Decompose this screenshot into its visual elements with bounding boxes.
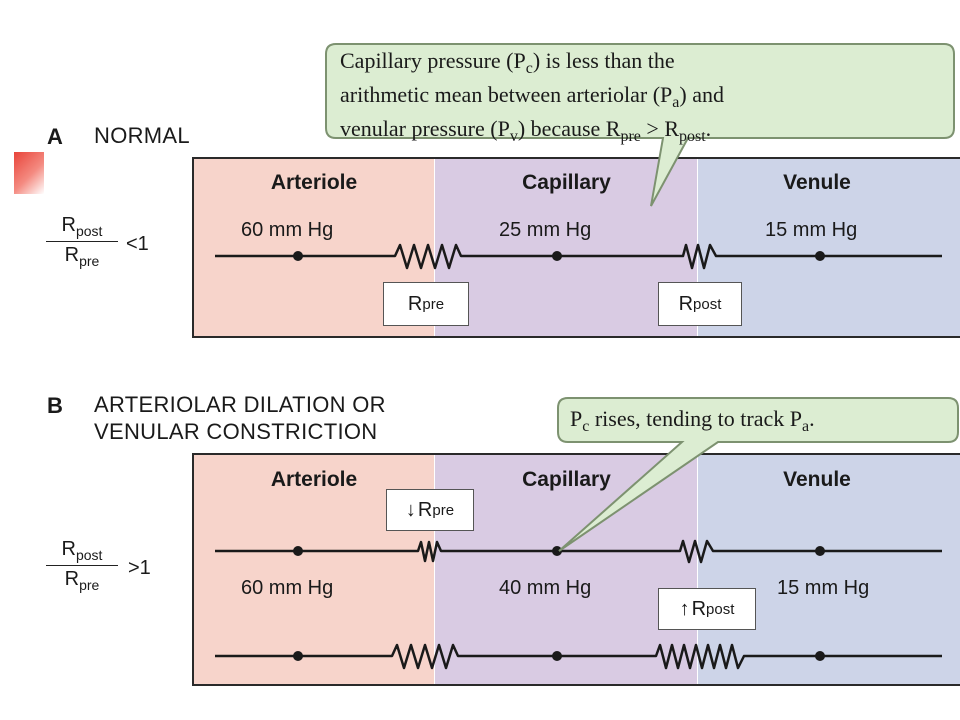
venule-label-a: Venule [783,171,851,194]
callout-b-text: Pc rises, tending to track Pa. [570,406,815,435]
arteriole-label-b: Arteriole [270,468,358,491]
arteriole-pressure-a: 60 mm Hg [241,219,334,241]
capillary-label-a: Capillary [522,171,611,194]
arteriole-pressure-b: 60 mm Hg [241,577,334,599]
ratio-relation-a: <1 [126,233,149,255]
ratio-denominator-a: Rpre [64,244,100,269]
venule-pressure-b: 15 mm Hg [777,577,870,599]
node-arteriole-b1 [293,546,303,556]
node-venule-b2 [815,651,825,661]
ratio-bar-b [46,565,118,566]
node-arteriole-a [293,251,303,261]
node-venule-a [815,251,825,261]
callout-a-bubble [325,43,955,207]
capillary-zone-b: Capillary [434,455,698,684]
vessel-line-b-bottom [215,643,942,670]
arteriole-label-a: Arteriole [270,171,358,194]
resistance-ratio-a: Rpost Rpre [46,214,118,269]
venule-zone-b: Venule [697,455,960,684]
section-b-letter: B [47,393,63,418]
panel-b: Arteriole Capillary Venule [192,453,960,686]
node-capillary-b2 [552,651,562,661]
ratio-bar-a [46,241,118,242]
node-capillary-b1 [552,546,562,556]
ratio-relation-b: >1 [128,557,151,579]
callout-a-line2: arithmetic mean between arteriolar (Pa) … [340,82,724,111]
node-venule-b1 [815,546,825,556]
venule-pressure-a: 15 mm Hg [765,219,858,241]
venule-label-b: Venule [783,468,851,491]
callout-a-line3: venular pressure (Pv) because Rpre > Rpo… [340,116,712,145]
capillary-pressure-b: 40 mm Hg [499,577,592,599]
section-b-title-line2: VENULAR CONSTRICTION [94,419,378,444]
down-arrow-icon: ↓ [405,498,416,521]
section-a-title: NORMAL [94,123,190,148]
section-a-letter: A [47,124,63,149]
vessel-line-a [215,243,942,270]
panel-a: Arteriole Capillary Venule [192,157,960,338]
callout-a-text: Capillary pressure (Pc) is less than the… [340,48,950,150]
callout-b-bubble [557,397,959,552]
vessel-line-b-top [215,539,942,564]
node-arteriole-b2 [293,651,303,661]
ratio-numerator-b: Rpost [61,538,103,563]
callout-a-line1: Capillary pressure (Pc) is less than the [340,48,675,77]
ratio-denominator-b: Rpre [64,568,100,593]
section-b-title-line1: ARTERIOLAR DILATION OR [94,392,386,417]
up-arrow-icon: ↑ [679,597,690,620]
node-capillary-a [552,251,562,261]
decorative-red-tab [14,152,44,194]
capillary-label-b: Capillary [522,468,611,491]
venule-zone-a: Venule [697,159,960,336]
resistance-ratio-b: Rpost Rpre [46,538,118,593]
capillary-pressure-a: 25 mm Hg [499,219,592,241]
ratio-numerator-a: Rpost [61,214,103,239]
